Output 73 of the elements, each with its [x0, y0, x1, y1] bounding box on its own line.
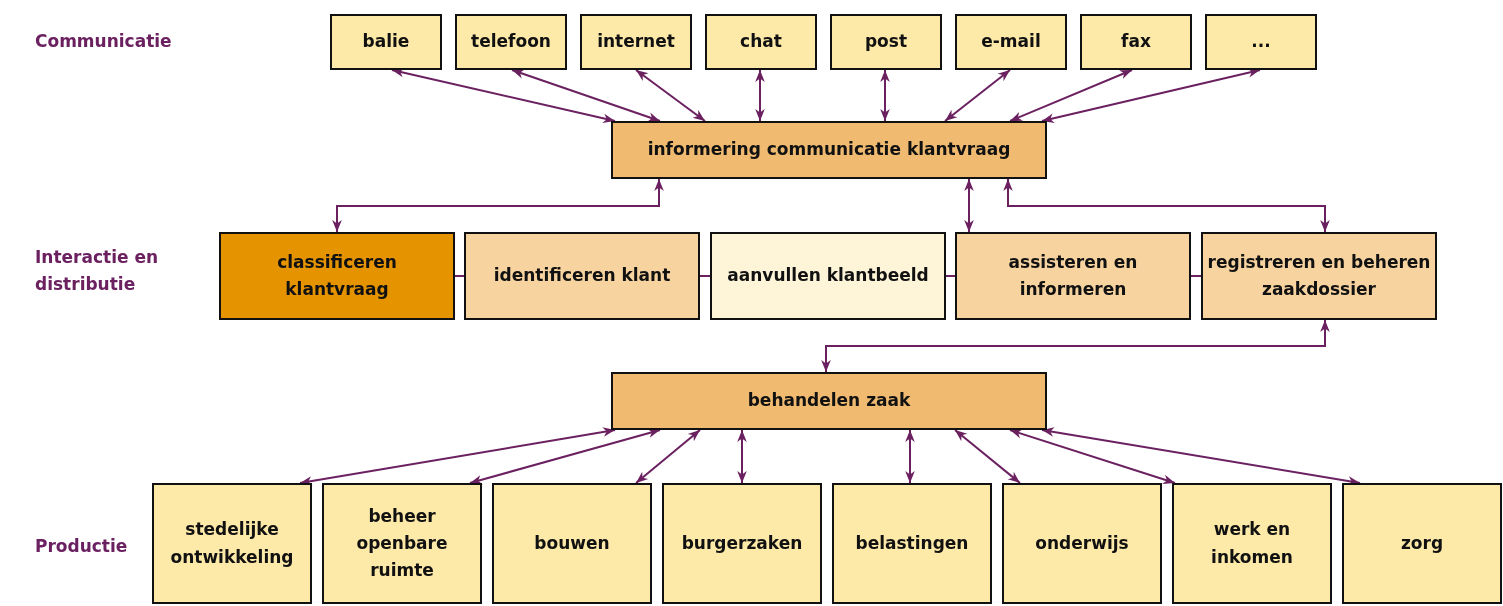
process-box: [322, 483, 482, 604]
box-label: registreren en beheren zaakdossier: [1206, 250, 1432, 301]
box-label: burgerzaken: [680, 531, 804, 555]
process-box: [830, 14, 942, 70]
process-box: [1002, 483, 1162, 604]
process-box: [611, 121, 1047, 179]
double-arrow: [737, 429, 747, 484]
box-label: informering communicatie klantvraag: [646, 138, 1012, 162]
process-box: [955, 232, 1191, 320]
double-arrow: [299, 427, 616, 486]
process-box: [1342, 483, 1502, 604]
box-label: bouwen: [533, 531, 611, 555]
box-label: behandelen zaak: [746, 389, 912, 413]
double-arrow: [944, 69, 1011, 122]
box-label: e-mail: [980, 30, 1042, 54]
process-box: [955, 14, 1067, 70]
double-arrow: [332, 178, 664, 233]
process-box: [710, 232, 946, 320]
process-box: [662, 483, 822, 604]
box-label: balie: [361, 30, 411, 54]
process-box: [611, 372, 1047, 430]
process-box: [1201, 232, 1437, 320]
double-arrow: [1009, 69, 1133, 122]
double-arrow: [964, 178, 974, 233]
box-label: classificeren klantvraag: [276, 250, 398, 301]
box-label: assisteren en informeren: [1007, 250, 1139, 301]
box-label: aanvullen klantbeeld: [726, 264, 930, 288]
row-label: Interactie en distributie: [35, 246, 160, 297]
double-arrow: [391, 68, 616, 123]
process-box: [330, 14, 442, 70]
box-label: stedelijke ontwikkeling: [169, 518, 295, 569]
connector-line: [945, 275, 956, 277]
box-label: chat: [739, 30, 783, 54]
box-label: identificeren klant: [492, 264, 672, 288]
double-arrow: [880, 69, 890, 122]
double-arrow: [905, 429, 915, 484]
double-arrow: [1003, 178, 1330, 233]
connector-line: [699, 275, 711, 277]
double-arrow: [469, 428, 661, 485]
double-arrow: [1009, 429, 1176, 484]
double-arrow: [1041, 68, 1261, 123]
process-box: [1205, 14, 1317, 70]
row-label: Communicatie: [35, 30, 170, 53]
connector-line: [1190, 275, 1202, 277]
box-label: telefoon: [470, 30, 552, 54]
row-label: Productie: [35, 535, 129, 558]
process-box: [705, 14, 817, 70]
double-arrow: [635, 69, 706, 122]
box-label: beheer openbare ruimte: [355, 504, 449, 583]
process-box: [832, 483, 992, 604]
double-arrow: [821, 319, 1330, 373]
process-box: [219, 232, 455, 320]
box-label: werk en inkomen: [1210, 518, 1294, 569]
process-box: [1080, 14, 1192, 70]
box-label: belastingen: [854, 531, 970, 555]
process-box: [455, 14, 567, 70]
process-box: [464, 232, 700, 320]
box-label: fax: [1120, 30, 1152, 54]
box-label: onderwijs: [1034, 531, 1130, 555]
double-arrow: [635, 429, 701, 484]
double-arrow: [954, 429, 1021, 484]
process-box: [152, 483, 312, 604]
box-label: zorg: [1399, 531, 1445, 555]
process-box: [492, 483, 652, 604]
process-box: [580, 14, 692, 70]
box-label: ...: [1250, 30, 1272, 54]
box-label: post: [863, 30, 909, 54]
double-arrow: [1041, 427, 1361, 486]
process-box: [1172, 483, 1332, 604]
connector-line: [454, 275, 465, 277]
box-label: internet: [596, 30, 676, 54]
double-arrow: [511, 69, 661, 122]
double-arrow: [755, 69, 765, 122]
